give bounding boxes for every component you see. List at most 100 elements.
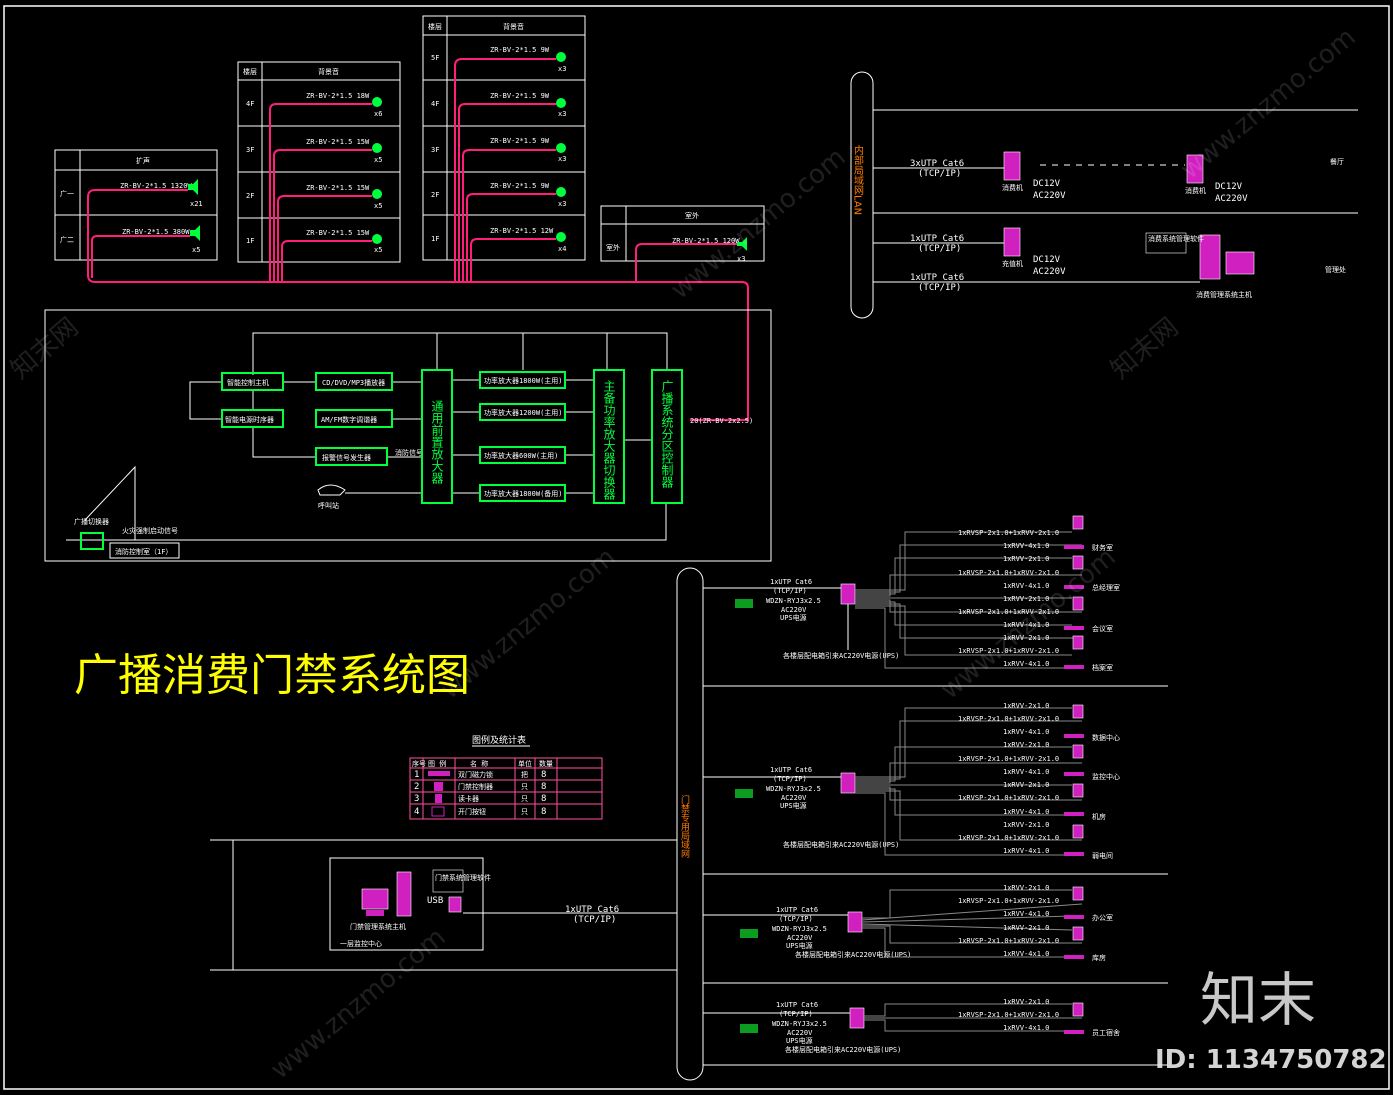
consumption-lan: 内部局域网LAN 3xUTP Cat6 (TCP/IP) 消费机 DC12V A… [850,71,1358,319]
svg-text:开门按钮: 开门按钮 [458,807,486,816]
svg-text:AC220V: AC220V [787,1029,813,1037]
card-reader-icon [1072,886,1084,901]
card-reader-icon [1072,1002,1084,1017]
svg-text:8: 8 [541,782,546,792]
svg-text:x3: x3 [558,65,566,73]
maglock-icon [1064,585,1084,589]
svg-text:充值机: 充值机 [1002,259,1023,268]
maglock-symbol [428,771,450,776]
svg-text:1F: 1F [246,237,254,245]
ups-power-icon [740,1024,758,1033]
svg-text:DC12V: DC12V [1215,182,1243,192]
svg-text:3xUTP Cat6: 3xUTP Cat6 [910,159,964,169]
svg-text:机房: 机房 [1092,812,1106,821]
svg-text:(TCP/IP): (TCP/IP) [779,915,813,923]
svg-text:功率放大器1800W(主用): 功率放大器1800W(主用) [484,376,563,385]
svg-text:1xRVSP-2x1.0+1xRVV-2x1.0: 1xRVSP-2x1.0+1xRVV-2x1.0 [958,569,1059,577]
svg-text:各楼层配电箱引来AC220V电源(UPS): 各楼层配电箱引来AC220V电源(UPS) [795,950,911,959]
svg-text:2F: 2F [246,192,254,200]
svg-text:1xRVV-4x1.0: 1xRVV-4x1.0 [1003,621,1049,629]
svg-text:(TCP/IP): (TCP/IP) [773,775,807,783]
svg-text:20(ZR-BV-2x2.5): 20(ZR-BV-2x2.5) [690,417,753,425]
smart-control-host [221,372,284,391]
svg-text:1xRVSP-2x1.0+1xRVV-2x1.0: 1xRVSP-2x1.0+1xRVV-2x1.0 [958,647,1059,655]
svg-text:(TCP/IP): (TCP/IP) [573,915,616,925]
broadcast-table-mid: 楼层 背景音 4F ZR-BV-2*1.5 18W x6 3F ZR-BV-2*… [237,61,401,263]
svg-text:AM/FM数字调谐器: AM/FM数字调谐器 [321,415,377,424]
pos-terminal-icon [1003,151,1021,181]
ceiling-speaker-icon [556,143,566,153]
svg-text:1xRVV-2x1.0: 1xRVV-2x1.0 [1003,924,1049,932]
maglock-icon [1064,1030,1084,1034]
speaker-icon [190,225,200,241]
svg-text:ZR-BV-2*1.5 15W: ZR-BV-2*1.5 15W [306,184,370,192]
svg-text:序号: 序号 [412,759,426,768]
broadcast-table-right: 楼层 背景音 5F ZR-BV-2*1.5 9W x3 4F ZR-BV-2*1… [422,15,586,261]
ceiling-speaker-icon [556,187,566,197]
svg-text:门禁专用局域网: 门禁专用局域网 [679,794,690,859]
usb-controller-icon [448,896,462,913]
maglock-icon [1064,665,1084,669]
svg-text:ZR-BV-2*1.5 18W: ZR-BV-2*1.5 18W [306,92,370,100]
svg-text:广二: 广二 [60,235,74,244]
svg-text:www.znzmo.com: www.znzmo.com [935,542,1121,705]
svg-text:1xRVSP-2x1.0+1xRVV-2x1.0: 1xRVSP-2x1.0+1xRVV-2x1.0 [958,834,1059,842]
svg-text:数据中心: 数据中心 [1092,733,1120,742]
svg-text:1xRVV-2x1.0: 1xRVV-2x1.0 [1003,998,1049,1006]
svg-text:知末网: 知末网 [1105,312,1184,385]
svg-text:ZR-BV-2*1.5 1320W: ZR-BV-2*1.5 1320W [120,182,192,190]
svg-text:管理处: 管理处 [1325,265,1346,274]
svg-text:1xRVV-4x1.0: 1xRVV-4x1.0 [1003,950,1049,958]
svg-text:1xRVV-4x1.0: 1xRVV-4x1.0 [1003,910,1049,918]
svg-text:1xUTP Cat6: 1xUTP Cat6 [770,578,812,586]
svg-text:把: 把 [521,770,528,779]
svg-text:广播切换器: 广播切换器 [74,517,109,526]
svg-text:图例及统计表: 图例及统计表 [472,734,526,746]
monitor-icon [1225,251,1255,275]
svg-text:8: 8 [541,794,546,804]
svg-text:楼层: 楼层 [243,67,257,76]
svg-text:弱电间: 弱电间 [1092,851,1113,860]
svg-text:x6: x6 [374,110,382,118]
svg-text:8: 8 [541,770,546,780]
svg-text:3: 3 [414,794,419,804]
tuner [315,409,393,428]
svg-text:内部局域网LAN: 内部局域网LAN [852,144,864,215]
svg-text:AC220V: AC220V [781,794,807,802]
amplifier-3 [479,446,566,464]
door-controller [840,772,856,794]
maglock-icon [1064,955,1084,959]
server-tower-icon [1199,234,1221,280]
svg-text:x5: x5 [374,246,382,254]
svg-text:1xRVV-4x1.0: 1xRVV-4x1.0 [1003,1024,1049,1032]
svg-text:3F: 3F [246,146,254,154]
svg-text:各楼层配电箱引来AC220V电源(UPS): 各楼层配电箱引来AC220V电源(UPS) [783,840,899,849]
amplifier-1 [479,371,566,389]
svg-text:(TCP/IP): (TCP/IP) [779,1010,813,1018]
svg-text:WDZN-RYJ3x2.5: WDZN-RYJ3x2.5 [772,1020,827,1028]
svg-text:x5: x5 [374,156,382,164]
ceiling-speaker-icon [556,52,566,62]
svg-text:x3: x3 [558,200,566,208]
svg-text:WDZN-RYJ3x2.5: WDZN-RYJ3x2.5 [766,785,821,793]
svg-text:1xUTP Cat6: 1xUTP Cat6 [910,273,964,283]
svg-text:WDZN-RYJ3x2.5: WDZN-RYJ3x2.5 [766,597,821,605]
cd-player [315,372,393,391]
svg-text:1xRVSP-2x1.0+1xRVV-2x1.0: 1xRVSP-2x1.0+1xRVV-2x1.0 [958,897,1059,905]
svg-text:AC220V: AC220V [1033,267,1066,277]
svg-text:UPS电源: UPS电源 [786,1036,813,1045]
id-watermark: ID: 1134750782 [1155,1045,1387,1075]
svg-text:1xRVSP-2x1.0+1xRVV-2x1.0: 1xRVSP-2x1.0+1xRVV-2x1.0 [958,715,1059,723]
drawing-frame [3,5,1390,1090]
card-reader-icon [1072,635,1084,650]
svg-text:名 称: 名 称 [470,759,488,768]
card-reader-icon [1072,596,1084,611]
svg-text:AC220V: AC220V [1033,191,1066,201]
svg-text:2: 2 [414,782,419,792]
svg-text:1F: 1F [431,235,439,243]
card-reader-icon [1072,926,1084,941]
svg-text:ZR-BV-2*1.5 15W: ZR-BV-2*1.5 15W [306,229,370,237]
svg-text:1xRVV-4x1.0: 1xRVV-4x1.0 [1003,582,1049,590]
svg-text:一层监控中心: 一层监控中心 [340,939,382,948]
svg-text:1xRVV-2x1.0: 1xRVV-2x1.0 [1003,821,1049,829]
